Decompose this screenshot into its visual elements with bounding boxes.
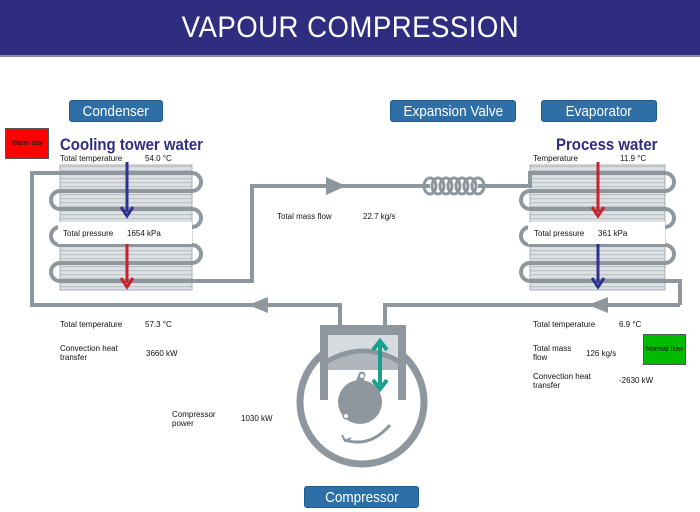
condenser-outlet-temp-value: 57.3 °C	[145, 320, 172, 329]
flow-arrow-left-evaporator	[588, 297, 608, 313]
condenser-label: Condenser	[69, 100, 163, 122]
evaporator-mass-flow-value: 126 kg/s	[586, 349, 617, 358]
evaporator-label: Evaporator	[541, 100, 657, 122]
condenser-inlet-temp-value: 54.0 °C	[145, 154, 172, 163]
evaporator-pressure-label: Total pressure	[534, 229, 585, 238]
compressor-graphic	[296, 325, 428, 468]
evaporator-inlet-arrow	[590, 162, 606, 219]
condenser-pressure-label: Total pressure	[63, 229, 114, 238]
expansion-valve-coil	[422, 176, 486, 196]
compressor-power-value: 1030 kW	[241, 414, 273, 423]
condenser-outlet-arrow	[119, 244, 135, 290]
condenser-inlet-temp-label: Total temperature	[60, 154, 123, 163]
condenser-outlet-temp-label: Total temperature	[60, 320, 123, 329]
piston-motion-arrow	[371, 337, 389, 393]
evaporator-outlet-temp-value: 6.9 °C	[619, 320, 642, 329]
evaporator-status-badge[interactable]: Normal flow	[643, 334, 686, 365]
evaporator-pressure-value: 361 kPa	[598, 229, 628, 238]
expansion-valve-label: Expansion Valve	[390, 100, 516, 122]
evaporator-water-title: Process water	[556, 135, 658, 154]
condenser-inlet-arrow	[119, 162, 135, 219]
evaporator-inlet-temp-label: Temperature	[533, 154, 578, 163]
condenser-pressure-value: 1654 kPa	[127, 229, 161, 238]
flow-arrow-right	[326, 177, 346, 195]
flow-arrow-left-condenser	[248, 297, 268, 313]
page-title: VAPOUR COMPRESSION	[181, 10, 519, 44]
condenser-water-title: Cooling tower water	[60, 135, 203, 154]
evaporator-heat-value: -2630 kW	[619, 376, 654, 385]
refrigerant-mass-flow-label: Total mass flow	[277, 212, 332, 221]
condenser-heat-value: 3660 kW	[146, 349, 178, 358]
evaporator-inlet-temp-value: 11.9 °C	[620, 154, 647, 163]
condenser-status-badge[interactable]: Warm day	[5, 128, 49, 159]
evaporator-outlet-temp-label: Total temperature	[533, 320, 596, 329]
evaporator-outlet-arrow	[590, 244, 606, 290]
compressor-label: Compressor	[304, 486, 419, 508]
return-pipes	[30, 173, 680, 325]
page-header: VAPOUR COMPRESSION	[0, 0, 700, 57]
refrigerant-mass-flow-value: 22.7 kg/s	[363, 212, 396, 221]
